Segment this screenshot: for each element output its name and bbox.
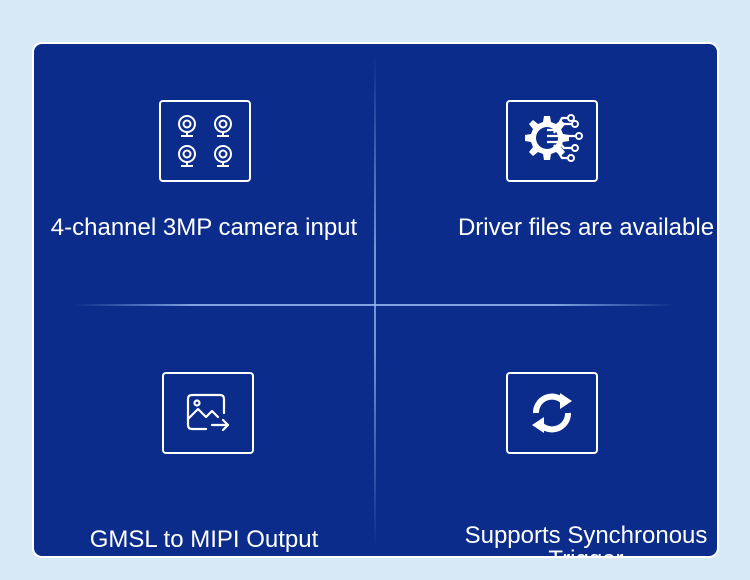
vertical-divider [374,54,376,548]
feature-sync-trigger: Supports Synchronous Trigger [376,306,717,557]
feature-gmsl-mipi: GMSL to MIPI Output [34,306,374,556]
feature-label: 4-channel 3MP camera input [50,214,358,241]
quad-camera-icon [159,100,251,182]
feature-camera-input: 4-channel 3MP camera input [34,44,374,302]
feature-label-line2: Trigger [416,548,717,557]
feature-label-line1: Supports Synchronous [464,522,708,549]
feature-driver-files: Driver files are available [376,44,716,302]
image-export-icon [162,372,254,454]
gear-circuit-icon [506,100,598,182]
horizontal-divider [74,304,674,306]
features-panel: 4-channel 3MP camera input [32,42,719,558]
feature-label: Driver files are available [457,214,715,241]
feature-label: GMSL to MIPI Output [89,526,319,553]
sync-arrows-icon [506,372,598,454]
